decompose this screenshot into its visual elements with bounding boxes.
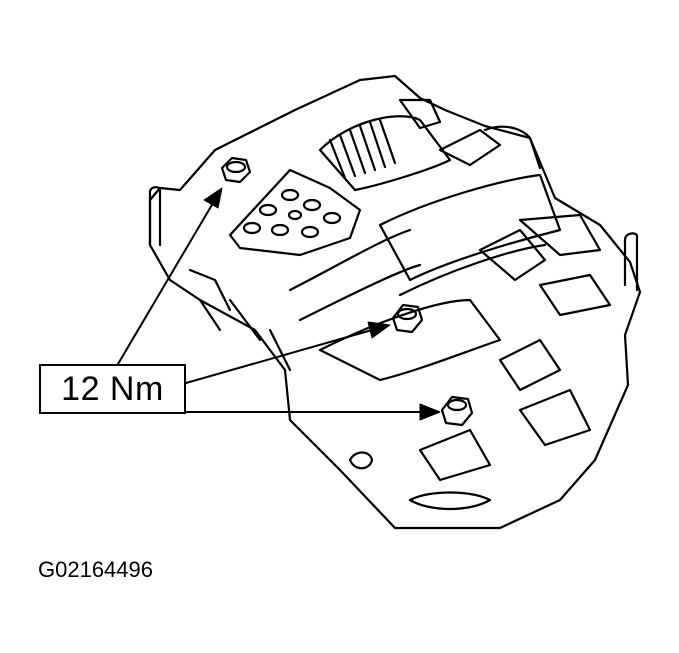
callout-leaders: [117, 197, 429, 413]
plate-holes: [242, 188, 342, 239]
torque-callout-label: 12 Nm: [61, 369, 164, 408]
arrowheads: [203, 187, 441, 421]
right-pin: [623, 232, 639, 292]
cylinder-bore: [288, 173, 562, 382]
left-pin: [148, 186, 162, 247]
arrowhead-lower-right: [419, 403, 441, 421]
housing-outline: [148, 74, 642, 530]
figure-id: G02164496: [38, 557, 153, 582]
upper-spool: [318, 98, 542, 192]
arrowhead-center: [367, 321, 391, 339]
leader-center: [185, 329, 373, 384]
arrowhead-upper-left: [203, 187, 223, 209]
bolt-upper-left: [220, 156, 252, 184]
torque-callout-box: 12 Nm: [39, 364, 186, 414]
separator-plate: [228, 168, 362, 257]
bolt-center: [391, 303, 424, 334]
leader-upper-left: [117, 197, 217, 365]
fluid-channels: [188, 213, 612, 511]
bolt-lower-right: [440, 395, 474, 427]
